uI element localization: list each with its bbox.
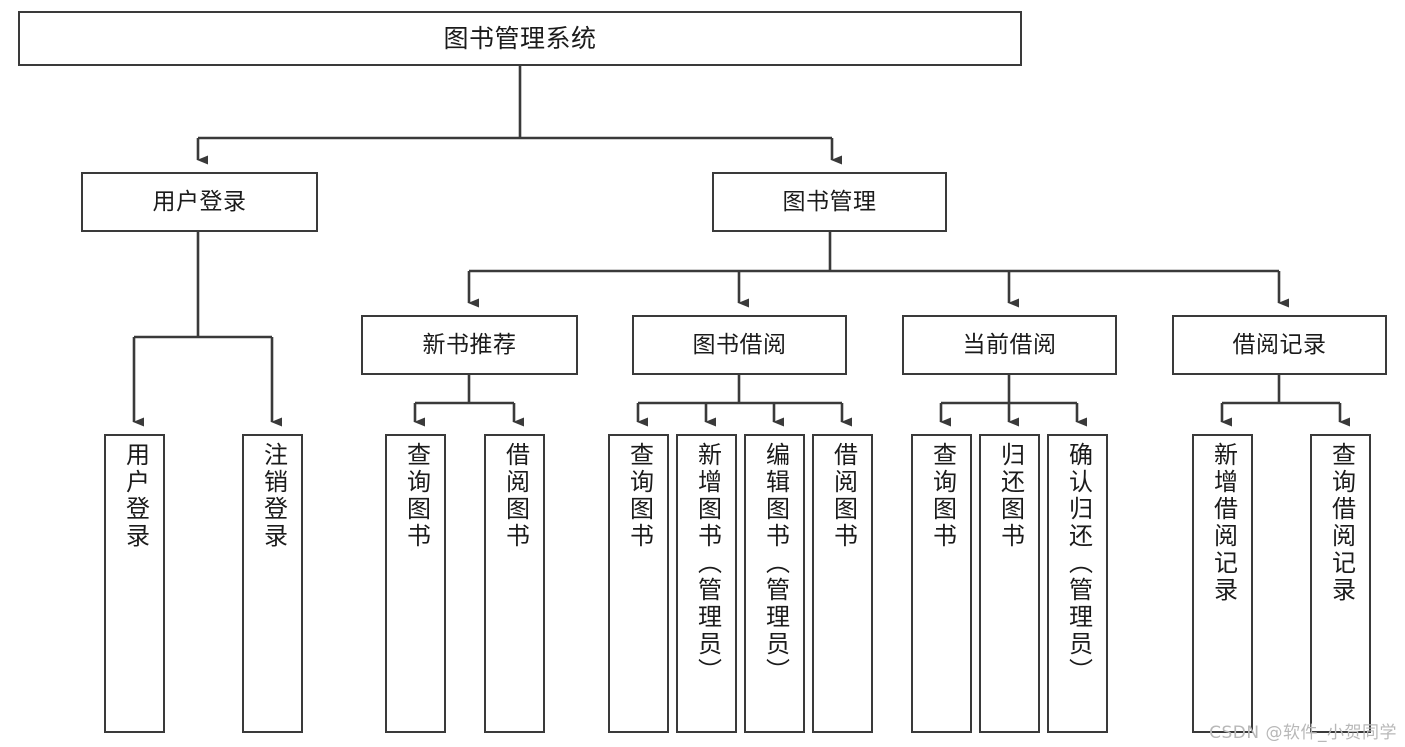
node-label: 用户登录 — [152, 188, 247, 215]
node-label: 编辑图书（管理员） — [761, 442, 790, 685]
node-label: 查询图书 — [625, 442, 654, 550]
node-label: 图书管理系统 — [443, 24, 597, 53]
node-leaf-add-book[interactable]: 新增图书（管理员） — [676, 434, 737, 733]
node-book-management[interactable]: 图书管理 — [712, 172, 947, 232]
node-leaf-return-book[interactable]: 归还图书 — [979, 434, 1040, 733]
node-leaf-edit-book[interactable]: 编辑图书（管理员） — [744, 434, 805, 733]
node-leaf-query-record[interactable]: 查询借阅记录 — [1310, 434, 1371, 733]
node-label: 借阅记录 — [1232, 331, 1327, 358]
node-label: 新书推荐 — [422, 331, 517, 358]
node-leaf-query-book-3[interactable]: 查询图书 — [911, 434, 972, 733]
node-label: 图书管理 — [782, 188, 877, 215]
node-label: 当前借阅 — [962, 331, 1057, 358]
node-label: 注销登录 — [259, 442, 288, 550]
node-leaf-confirm-return[interactable]: 确认归还（管理员） — [1047, 434, 1108, 733]
node-book-borrow[interactable]: 图书借阅 — [632, 315, 847, 375]
node-leaf-add-record[interactable]: 新增借阅记录 — [1192, 434, 1253, 733]
node-label: 查询图书 — [402, 442, 431, 550]
node-leaf-query-book-2[interactable]: 查询图书 — [608, 434, 669, 733]
node-label: 归还图书 — [996, 442, 1025, 550]
node-label: 用户登录 — [121, 442, 150, 550]
csdn-watermark: CSDN @软件_小贺同学 — [1209, 723, 1397, 743]
node-leaf-logout-login[interactable]: 注销登录 — [242, 434, 303, 733]
node-current-borrow[interactable]: 当前借阅 — [902, 315, 1117, 375]
node-label: 图书借阅 — [692, 331, 787, 358]
node-label: 查询借阅记录 — [1327, 442, 1356, 604]
node-leaf-query-book-1[interactable]: 查询图书 — [385, 434, 446, 733]
node-label: 确认归还（管理员） — [1064, 442, 1093, 685]
node-label: 新增借阅记录 — [1209, 442, 1238, 604]
node-label: 借阅图书 — [829, 442, 858, 550]
node-borrow-record[interactable]: 借阅记录 — [1172, 315, 1387, 375]
node-root-system[interactable]: 图书管理系统 — [18, 11, 1022, 66]
node-leaf-borrow-book-2[interactable]: 借阅图书 — [812, 434, 873, 733]
node-leaf-borrow-book-1[interactable]: 借阅图书 — [484, 434, 545, 733]
node-label: 查询图书 — [928, 442, 957, 550]
node-label: 借阅图书 — [501, 442, 530, 550]
node-leaf-user-login[interactable]: 用户登录 — [104, 434, 165, 733]
node-new-book-recommend[interactable]: 新书推荐 — [361, 315, 578, 375]
node-user-login[interactable]: 用户登录 — [81, 172, 318, 232]
node-label: 新增图书（管理员） — [693, 442, 722, 685]
